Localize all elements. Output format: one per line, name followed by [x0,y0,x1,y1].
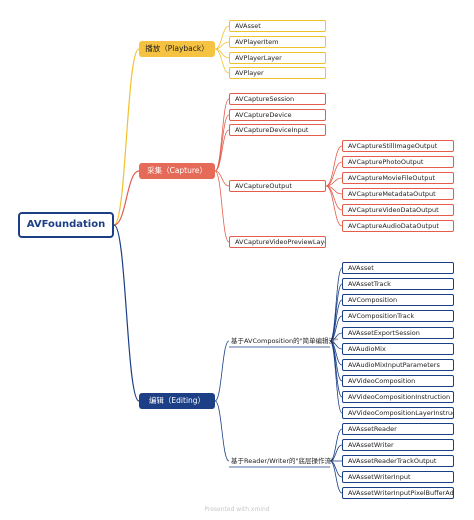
capture-output-child[interactable]: AVCaptureAudioDataOutput [342,220,454,232]
connector [325,161,343,187]
composition-item[interactable]: AVVideoCompositionLayerInstruction [342,407,454,419]
reader-writer-item[interactable]: AVAssetWriterInput [342,471,454,483]
connector [329,332,343,342]
connector [113,224,140,402]
connector [214,98,230,172]
connector [214,48,230,74]
connector [325,185,343,227]
connector [214,400,230,462]
connector [325,177,343,187]
connector [329,444,343,462]
editing-group-composition[interactable]: 基于AVComposition的"简单编辑流" [231,337,339,345]
reader-writer-item[interactable]: AVAssetWriterInputPixelBufferAdaptor [342,487,454,499]
connector [329,460,343,494]
playback-item[interactable]: AVPlayerLayer [229,52,326,64]
playback-item[interactable]: AVPlayerItem [229,36,326,48]
composition-item[interactable]: AVAudioMixInputParameters [342,359,454,371]
capture-item[interactable]: AVCaptureDeviceInput [229,124,326,136]
composition-item[interactable]: AVAsset [342,262,454,274]
capture-item[interactable]: AVCaptureDevice [229,109,326,121]
connector [113,48,140,226]
composition-item[interactable]: AVAudioMix [342,343,454,355]
connector [113,170,140,226]
connector [329,283,343,342]
playback-item[interactable]: AVAsset [229,20,326,32]
footer-credit: Presented with xmind [204,506,270,513]
capture-output[interactable]: AVCaptureOutput [229,180,326,192]
root-node[interactable]: AVFoundation [18,212,114,238]
connector [214,114,230,172]
capture-output-child[interactable]: AVCaptureMetadataOutput [342,188,454,200]
playback-item[interactable]: AVPlayer [229,67,326,79]
reader-writer-item[interactable]: AVAssetReader [342,423,454,435]
composition-item[interactable]: AVAssetExportSession [342,327,454,339]
connector [329,340,343,398]
connector [329,299,343,342]
reader-writer-item[interactable]: AVAssetReaderTrackOutput [342,455,454,467]
capture-output-child[interactable]: AVCaptureMovieFileOutput [342,172,454,184]
composition-item[interactable]: AVAssetTrack [342,278,454,290]
capture-output-child[interactable]: AVCapturePhotoOutput [342,156,454,168]
branch-playback[interactable]: 播放（Playback） [139,41,215,57]
connector [325,145,343,187]
connector [329,315,343,342]
connector [214,170,230,187]
connector [214,129,230,172]
capture-item[interactable]: AVCaptureVideoPreviewLayer [229,236,326,248]
connector [329,428,343,462]
composition-item[interactable]: AVVideoCompositionInstruction [342,391,454,403]
editing-group-reader-writer[interactable]: 基于Reader/Writer的"底层操作流" [231,457,335,465]
branch-editing[interactable]: 编辑（Editing） [139,393,215,409]
branch-capture[interactable]: 采集（Capture） [139,163,215,179]
connector [214,170,230,243]
composition-item[interactable]: AVVideoComposition [342,375,454,387]
capture-output-child[interactable]: AVCaptureVideoDataOutput [342,204,454,216]
connector [329,340,343,414]
connector [214,340,230,402]
composition-item[interactable]: AVCompositionTrack [342,310,454,322]
connector [214,25,230,50]
capture-item[interactable]: AVCaptureSession [229,93,326,105]
reader-writer-item[interactable]: AVAssetWriter [342,439,454,451]
connector [214,41,230,50]
capture-output-child[interactable]: AVCaptureStillImageOutput [342,140,454,152]
composition-item[interactable]: AVComposition [342,294,454,306]
